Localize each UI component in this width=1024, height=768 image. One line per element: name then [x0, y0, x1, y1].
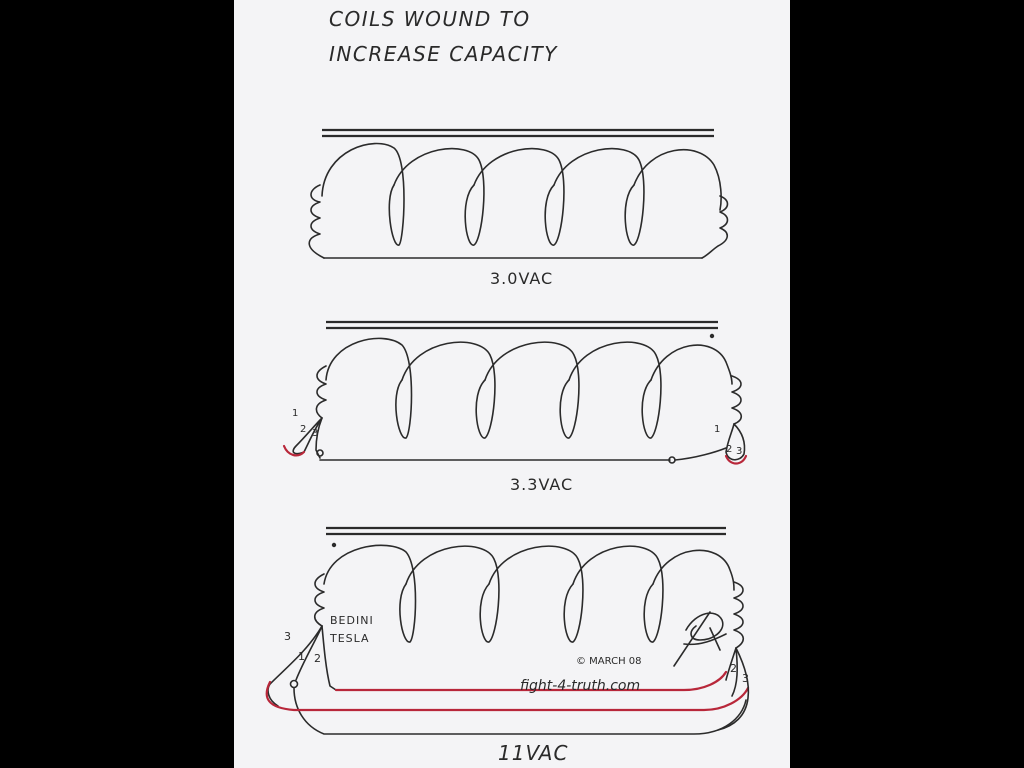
brand-line-2: TESLA [329, 632, 370, 645]
coil-2-left-wire-numbers: 1 2 3 [292, 408, 318, 439]
brand-line-1: BEDINI [330, 614, 374, 627]
title-line-1: COILS WOUND TO [329, 7, 531, 31]
coil-3-right-num-3: 3 [742, 672, 749, 685]
coil-diagram: COILS WOUND TO INCREASE CAPACITY 3.0VAC [265, 7, 750, 765]
coil-3-inner-red-wire [334, 670, 728, 692]
coil-1-voltage-label: 3.0VAC [490, 269, 553, 288]
coil-2-left-num-1: 1 [292, 408, 298, 419]
coil-2-dot [709, 333, 715, 339]
coil-3-left-num-2: 2 [314, 652, 321, 665]
coil-3-helix [323, 544, 735, 643]
coil-3-left-wire-numbers: 3 1 2 [284, 630, 321, 665]
coil-3-dot [331, 542, 337, 548]
title-line-2: INCREASE CAPACITY [329, 42, 558, 66]
coil-2-right-red-wire [724, 454, 748, 465]
diagram-sheet: COILS WOUND TO INCREASE CAPACITY 3.0VAC [234, 0, 790, 768]
coil-2-left-num-2: 2 [300, 424, 306, 435]
coil-3-right-wire-numbers: 2 3 [730, 662, 749, 685]
coil-3-right-num-2: 2 [730, 662, 737, 675]
coil-1-right-twist [701, 195, 729, 259]
coil-1-left-twist [308, 184, 703, 259]
coil-3-left-num-1: 1 [298, 650, 305, 663]
coil-2-right-num-3: 3 [736, 446, 742, 457]
coil-1: 3.0VAC [308, 128, 729, 288]
coil-2-left-red-wire [282, 444, 306, 457]
coil-1-helix [321, 142, 722, 246]
copyright-label: © MARCH 08 [576, 656, 642, 667]
coil-2-right-num-1: 1 [714, 424, 720, 435]
coil-2-right-twist [668, 375, 746, 464]
coil-2-right-num-2: 2 [726, 444, 732, 455]
coil-3-outer-red-wire [265, 680, 750, 712]
website-label: fight-4-truth.com [520, 678, 640, 694]
coil-2-voltage-label: 3.3VAC [510, 475, 573, 494]
signature-mark [673, 611, 727, 667]
coil-3-voltage-label: 11VAC [498, 741, 568, 765]
coil-2-helix [325, 337, 733, 439]
coil-2-left-twist [292, 365, 671, 461]
coil-3-left-num-3: 3 [284, 630, 291, 643]
coil-2: 1 2 3 1 2 3 3.3VAC [282, 320, 748, 494]
coil-3: 3 1 2 2 3 BEDINI TESLA © MARCH 08 fight-… [265, 526, 750, 765]
coil-2-right-wire-numbers: 1 2 3 [714, 424, 742, 457]
coil-2-left-num-3: 3 [312, 428, 318, 439]
coil-3-right-twist [717, 581, 750, 731]
